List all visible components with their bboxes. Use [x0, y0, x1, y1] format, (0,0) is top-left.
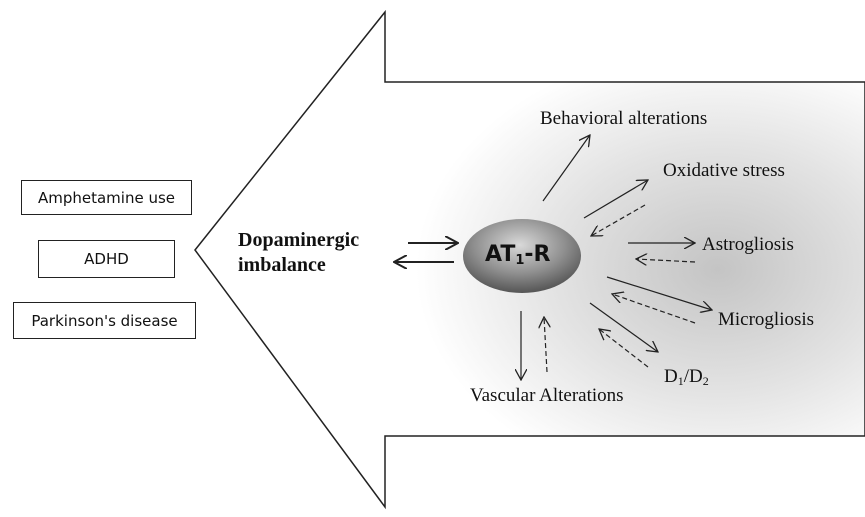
label-d1-d2: D1/D2 [664, 366, 709, 389]
label-behavioral-alterations: Behavioral alterations [540, 108, 708, 129]
at1r-suffix: -R [524, 242, 551, 267]
label-vascular-alterations: Vascular Alterations [470, 385, 624, 406]
condition-box-parkinsons: Parkinson's disease [13, 302, 196, 339]
at1r-node [463, 219, 581, 293]
label-microgliosis: Microgliosis [718, 309, 815, 330]
arrow-d1d2 [589, 302, 658, 352]
d1d2-slash: /D [683, 366, 703, 387]
arrow-behavioral [542, 135, 590, 202]
at1r-label: AT1-R [485, 242, 550, 268]
label-astrogliosis: Astrogliosis [702, 234, 794, 255]
arrow-microgliosis-feedback [612, 294, 696, 324]
arrow-vascular-feedback [544, 317, 547, 373]
label-oxidative-stress: Oxidative stress [663, 160, 785, 181]
d1d2-sub2: 2 [702, 374, 709, 388]
at1r-subscript: 1 [515, 253, 525, 268]
arrow-microgliosis [606, 276, 712, 310]
d1d2-sub1: 1 [677, 374, 684, 388]
arrow-oxidative-feedback [591, 204, 646, 236]
arrow-oxidative [583, 180, 648, 219]
d1d2-d: D [664, 366, 678, 387]
condition-box-amphetamine: Amphetamine use [21, 180, 192, 215]
arrow-astrogliosis-feedback [636, 259, 696, 262]
dopaminergic-imbalance-label: Dopaminergic imbalance [238, 228, 359, 278]
dopaminergic-line1: Dopaminergic [238, 229, 360, 251]
condition-box-adhd: ADHD [38, 240, 175, 278]
arrow-d1d2-feedback [599, 329, 649, 368]
at1r-text: AT [485, 242, 516, 267]
dopaminergic-line2: imbalance [238, 254, 326, 276]
